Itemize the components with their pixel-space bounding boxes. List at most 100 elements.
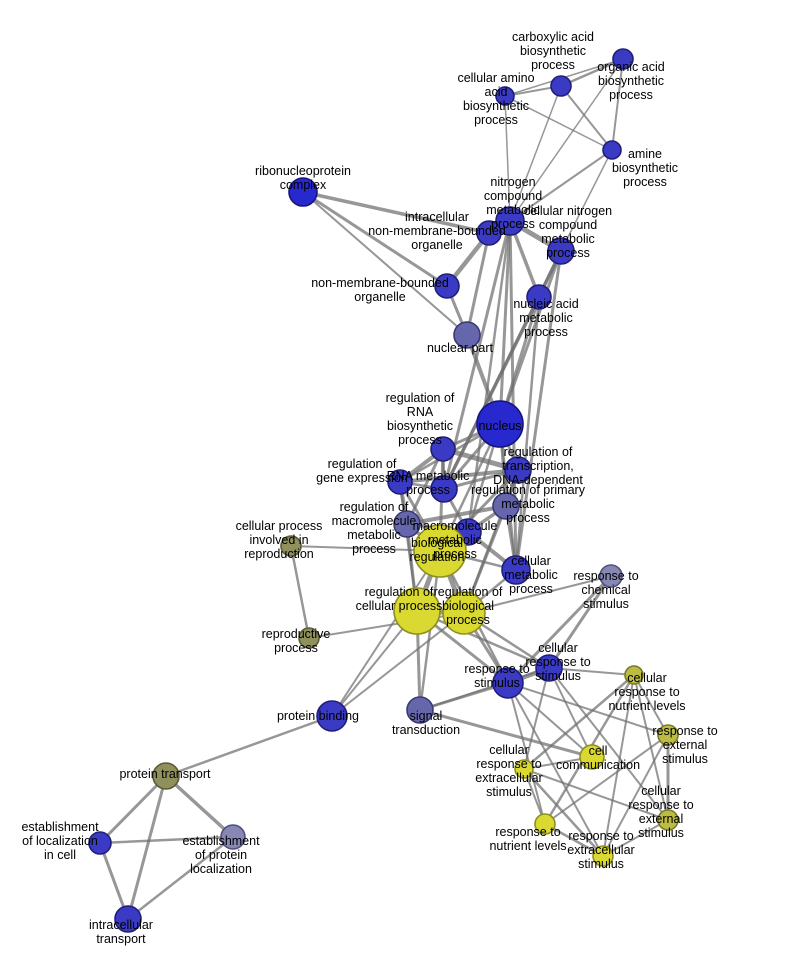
- edge-respchem--resp: [506, 574, 613, 685]
- edge-cellresp--regcell: [415, 609, 551, 670]
- node-crexternal[interactable]: [657, 809, 679, 831]
- node-regprimary[interactable]: [492, 492, 520, 520]
- node-organic[interactable]: [612, 48, 634, 70]
- node-reggene[interactable]: [387, 469, 413, 495]
- node-prottrans[interactable]: [152, 762, 180, 790]
- edge-prottrans--estprotloc: [164, 774, 235, 839]
- node-respnutrient[interactable]: [534, 813, 556, 835]
- node-crnutrient[interactable]: [624, 665, 644, 685]
- edge-respnutrient--respextracell: [543, 822, 605, 858]
- edge-estloc--estprotloc: [98, 835, 235, 845]
- node-resp[interactable]: [492, 667, 524, 699]
- node-protbind[interactable]: [316, 700, 348, 732]
- node-rnp[interactable]: [288, 177, 318, 207]
- edge-crnutrient--crextracell: [522, 673, 636, 771]
- edge-regrna--regmacro: [405, 447, 445, 526]
- edge-cellresp--sigtrans: [419, 667, 550, 711]
- node-regbio[interactable]: [442, 591, 486, 635]
- node-regtrans[interactable]: [504, 456, 532, 484]
- node-respchem[interactable]: [599, 564, 623, 588]
- node-respext[interactable]: [657, 724, 679, 746]
- node-carbox[interactable]: [550, 75, 572, 97]
- edge-amino--amine: [504, 95, 613, 151]
- node-cnitrogen[interactable]: [547, 237, 575, 265]
- edge-rnp--inmb: [301, 190, 491, 235]
- node-bioreg[interactable]: [413, 524, 467, 578]
- edge-rnp--nmb: [301, 190, 449, 288]
- node-nucleus[interactable]: [476, 400, 524, 448]
- node-nitrogen[interactable]: [495, 206, 525, 236]
- node-estloc[interactable]: [88, 831, 112, 855]
- node-intratrans[interactable]: [114, 905, 142, 933]
- edge-crextracell--respextracell: [522, 767, 605, 858]
- edge-carbox--nitrogen: [509, 85, 562, 222]
- node-sigtrans[interactable]: [406, 696, 434, 724]
- node-nucpart[interactable]: [453, 321, 481, 349]
- node-repro[interactable]: [298, 627, 320, 649]
- edge-prottrans--intratrans: [126, 774, 168, 921]
- node-label-nucleus: nucleus: [478, 419, 521, 433]
- edge-carbox--amine: [560, 85, 613, 151]
- node-amino[interactable]: [495, 86, 515, 106]
- node-estprotloc[interactable]: [220, 824, 246, 850]
- edge-resp--respext: [507, 682, 669, 736]
- node-inmb[interactable]: [476, 220, 502, 246]
- edge-organic--amine: [611, 58, 624, 151]
- node-cellmet[interactable]: [501, 555, 531, 585]
- edge-cellresp--crextracell: [523, 667, 550, 770]
- edge-crnutrient--respext: [633, 674, 669, 736]
- edge-prottrans--estloc: [98, 774, 168, 845]
- edge-cellresp--crnutrient: [548, 667, 635, 676]
- node-cellresp[interactable]: [535, 654, 563, 682]
- nodes-layer: [88, 48, 679, 933]
- node-regmacro[interactable]: [393, 510, 421, 538]
- edge-amine--nitrogen: [509, 149, 613, 222]
- node-nmb[interactable]: [434, 273, 460, 299]
- edge-respchem--regbio: [463, 575, 612, 614]
- edge-organic--nitrogen: [509, 58, 624, 222]
- node-regcell[interactable]: [393, 587, 441, 635]
- edge-resp--respextracell: [507, 682, 604, 857]
- edge-prottrans--protbind: [164, 714, 334, 778]
- node-cpir[interactable]: [280, 535, 302, 557]
- node-cellcomm[interactable]: [579, 744, 605, 770]
- edge-resp--respnutrient: [507, 682, 546, 825]
- node-nucleic[interactable]: [526, 284, 552, 310]
- edge-resp--cellcomm: [507, 682, 593, 758]
- edge-inmb--nucpart: [465, 231, 491, 337]
- edge-protbind--regbio: [331, 612, 465, 717]
- node-regrna[interactable]: [430, 436, 456, 462]
- node-amine[interactable]: [602, 140, 622, 160]
- node-respextracell[interactable]: [592, 845, 614, 867]
- edge-nucleic--cellmet: [514, 295, 541, 572]
- edge-amino--nitrogen: [504, 95, 511, 222]
- node-crextracell[interactable]: [514, 759, 534, 779]
- node-rnamet[interactable]: [430, 475, 458, 503]
- node-label-prottrans: protein transport: [119, 767, 211, 781]
- edge-amine--cnitrogen: [560, 149, 613, 252]
